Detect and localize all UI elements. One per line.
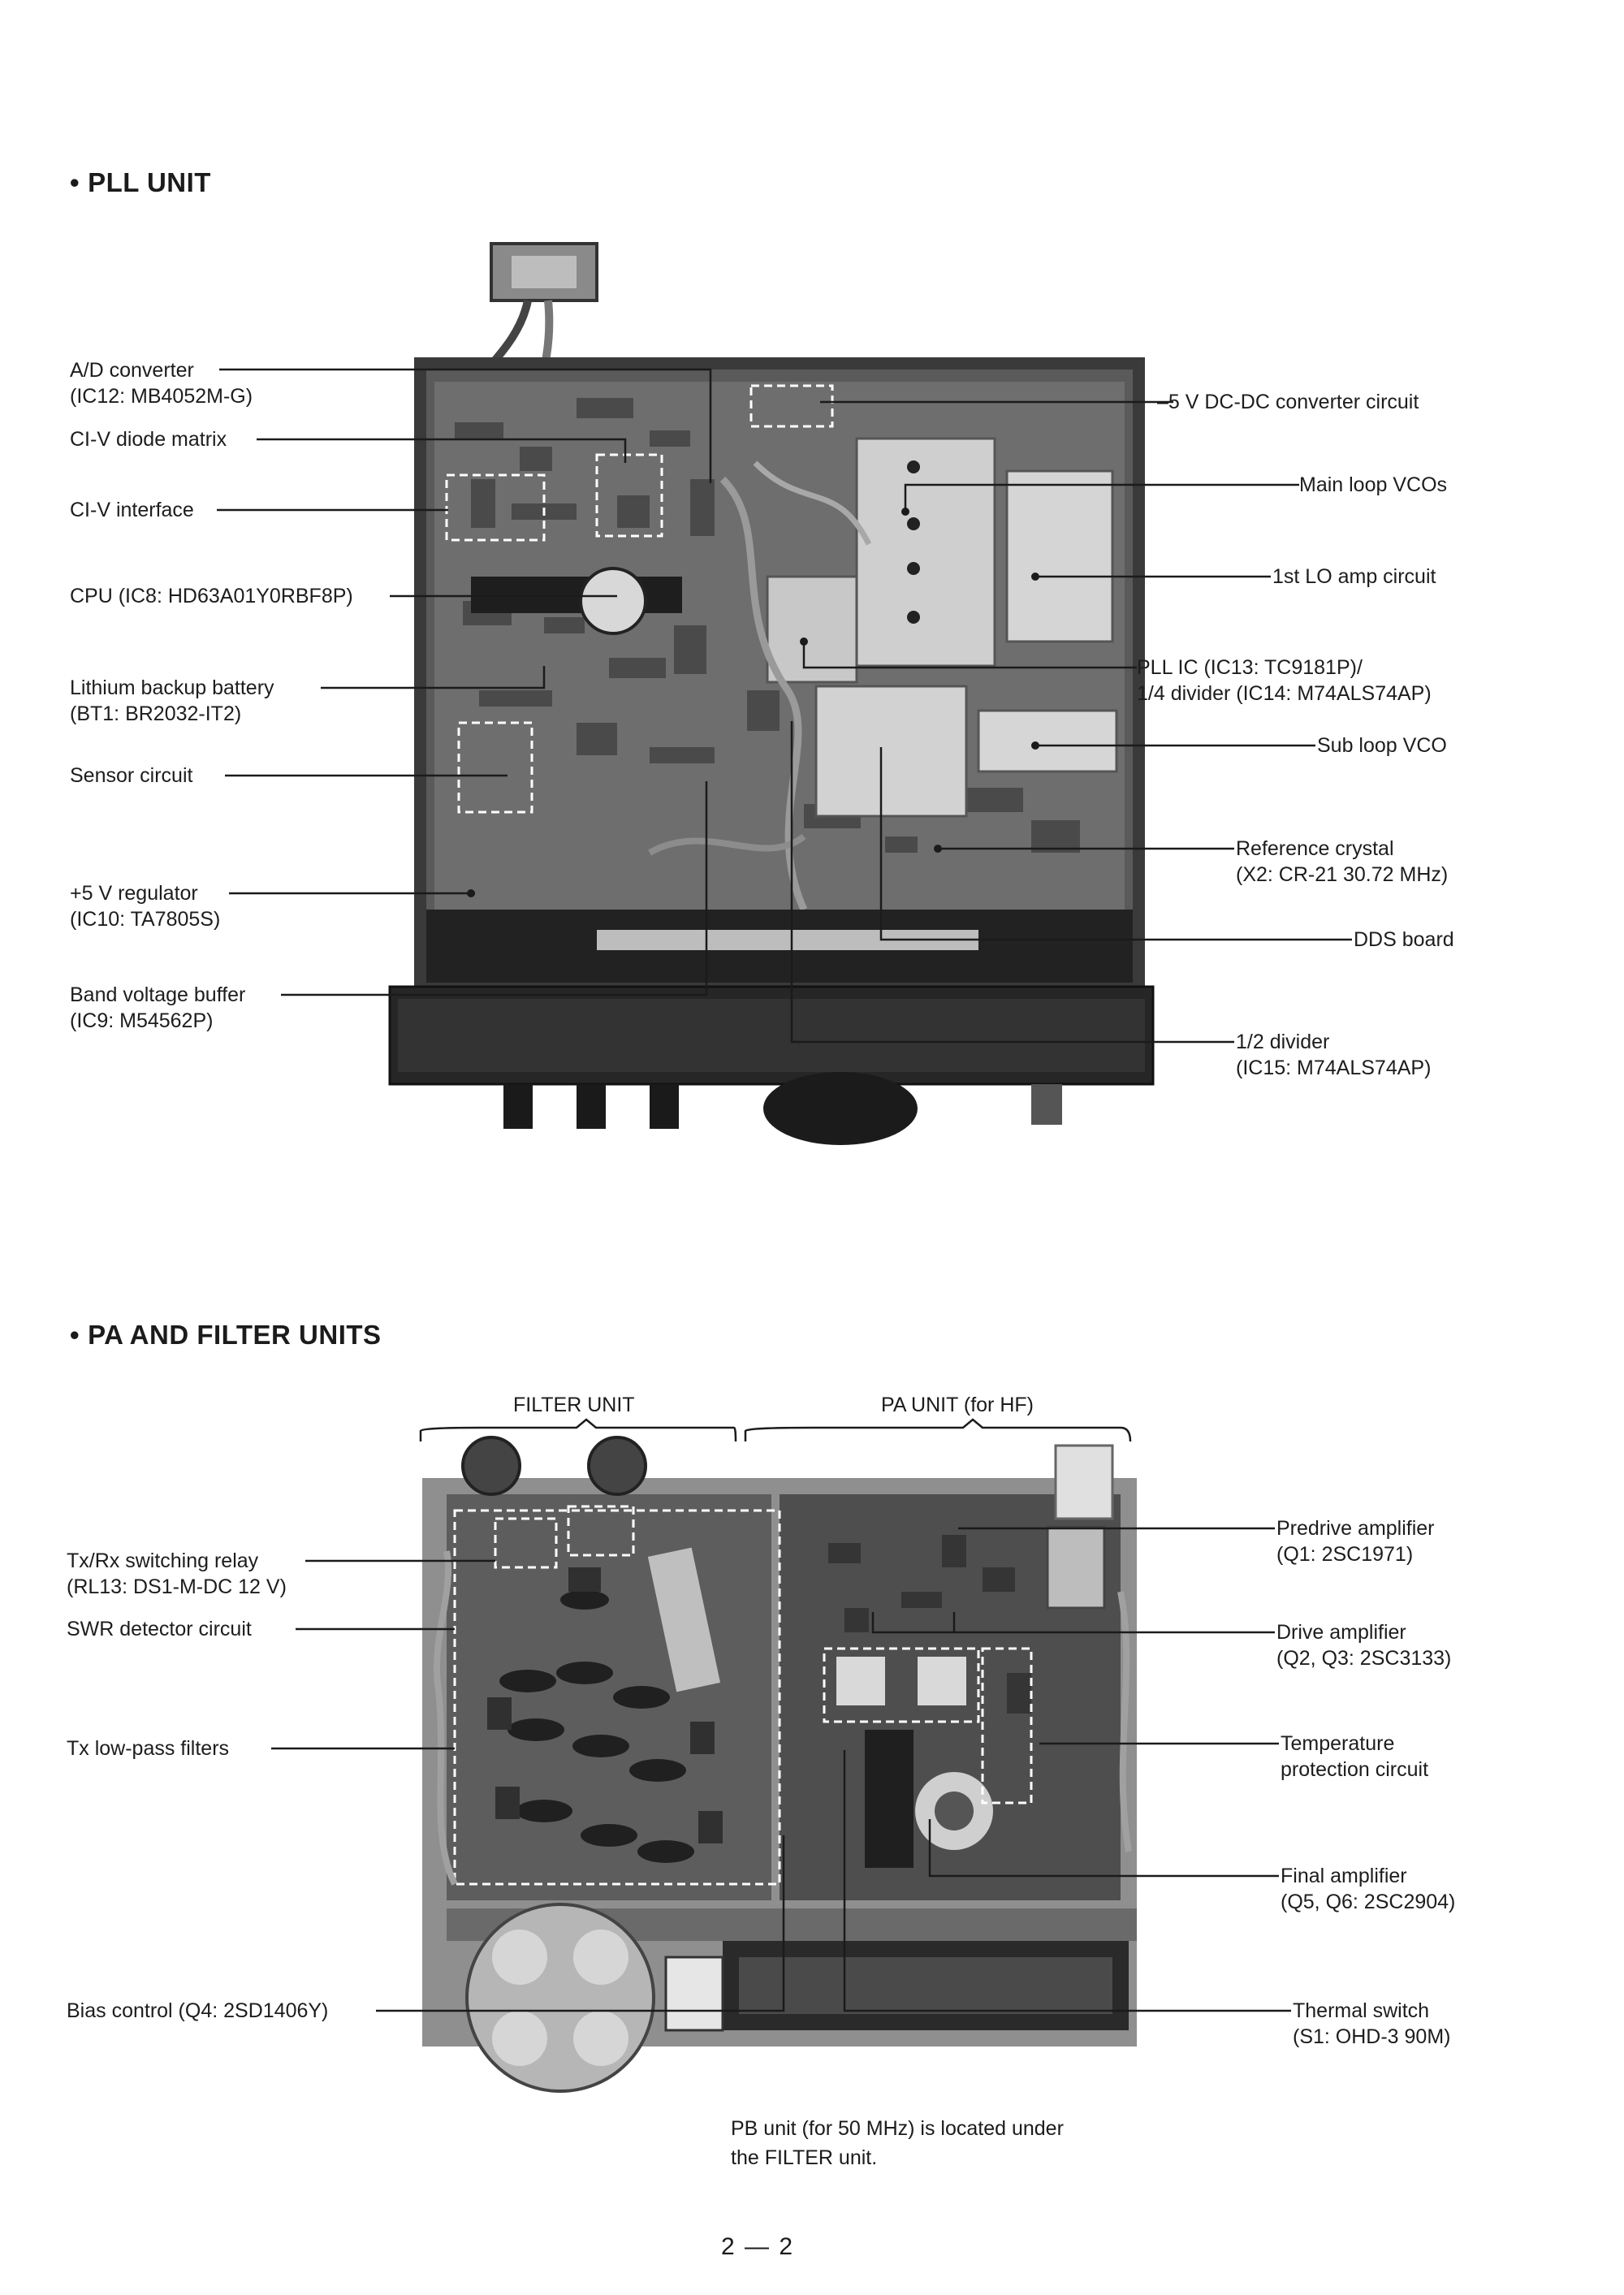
pll-label-1st-lo-amp: 1st LO amp circuit [1272, 565, 1436, 588]
pa-label-bias-control: Bias control (Q4: 2SD1406Y) [67, 1999, 329, 2022]
pll-label-main-loop-vcos: Main loop VCOs [1299, 473, 1448, 496]
pll-label-sub-loop-vco: Sub loop VCO [1317, 734, 1447, 757]
page-number: 2 — 2 [721, 2233, 795, 2260]
bullet-icon: • [70, 167, 80, 197]
pll-label-civ-interface: CI-V interface [70, 499, 194, 521]
pa-label-final-amp: Final amplifier (Q5, Q6: 2SC2904) [1281, 1865, 1456, 1913]
pll-label-band-voltage-buffer: Band voltage buffer (IC9: M54562P) [70, 983, 246, 1032]
pll-label-half-divider: 1/2 divider (IC15: M74ALS74AP) [1236, 1031, 1432, 1079]
pll-label-5v-regulator: +5 V regulator (IC10: TA7805S) [70, 882, 221, 931]
filter-unit-label: FILTER UNIT [513, 1394, 635, 1416]
pa-label-txrx-relay: Tx/Rx switching relay (RL13: DS1-M-DC 12… [67, 1549, 287, 1598]
pll-section-title: • PLL UNIT [70, 167, 211, 198]
pa-label-temperature-protection: Temperature protection circuit [1281, 1732, 1429, 1781]
pb-unit-note: PB unit (for 50 MHz) is located under th… [731, 2117, 1064, 2169]
pa-unit-label: PA UNIT (for HF) [881, 1394, 1034, 1416]
pa-label-thermal-switch: Thermal switch (S1: OHD-3 90M) [1293, 1999, 1451, 2048]
pll-label-ad-converter: A/D converter (IC12: MB4052M-G) [70, 359, 253, 408]
pa-label-predrive-amp: Predrive amplifier (Q1: 2SC1971) [1276, 1517, 1435, 1566]
pll-label-reference-crystal: Reference crystal (X2: CR-21 30.72 MHz) [1236, 837, 1449, 886]
pll-title-text: PLL UNIT [88, 167, 211, 197]
pll-label-cpu: CPU (IC8: HD63A01Y0RBF8P) [70, 585, 353, 607]
pa-label-tx-lpf: Tx low-pass filters [67, 1737, 230, 1760]
pa-label-drive-amp: Drive amplifier (Q2, Q3: 2SC3133) [1276, 1621, 1452, 1670]
pa-filter-unit-photo [422, 1436, 1137, 2093]
pa-title-text: PA AND FILTER UNITS [88, 1320, 382, 1350]
pll-label-dcdc-converter: –5 V DC-DC converter circuit [1157, 391, 1419, 413]
bullet-icon: • [70, 1320, 80, 1350]
pll-label-sensor-circuit: Sensor circuit [70, 764, 193, 787]
pll-label-civ-diode-matrix: CI-V diode matrix [70, 428, 227, 451]
pll-label-pll-ic: PLL IC (IC13: TC9181P)/ 1/4 divider (IC1… [1137, 656, 1432, 705]
pa-section-title: • PA AND FILTER UNITS [70, 1320, 382, 1351]
pll-label-dds-board: DDS board [1354, 928, 1454, 951]
pll-label-lithium-battery: Lithium backup battery (BT1: BR2032-IT2) [70, 676, 274, 725]
pa-label-swr-detector: SWR detector circuit [67, 1618, 252, 1640]
